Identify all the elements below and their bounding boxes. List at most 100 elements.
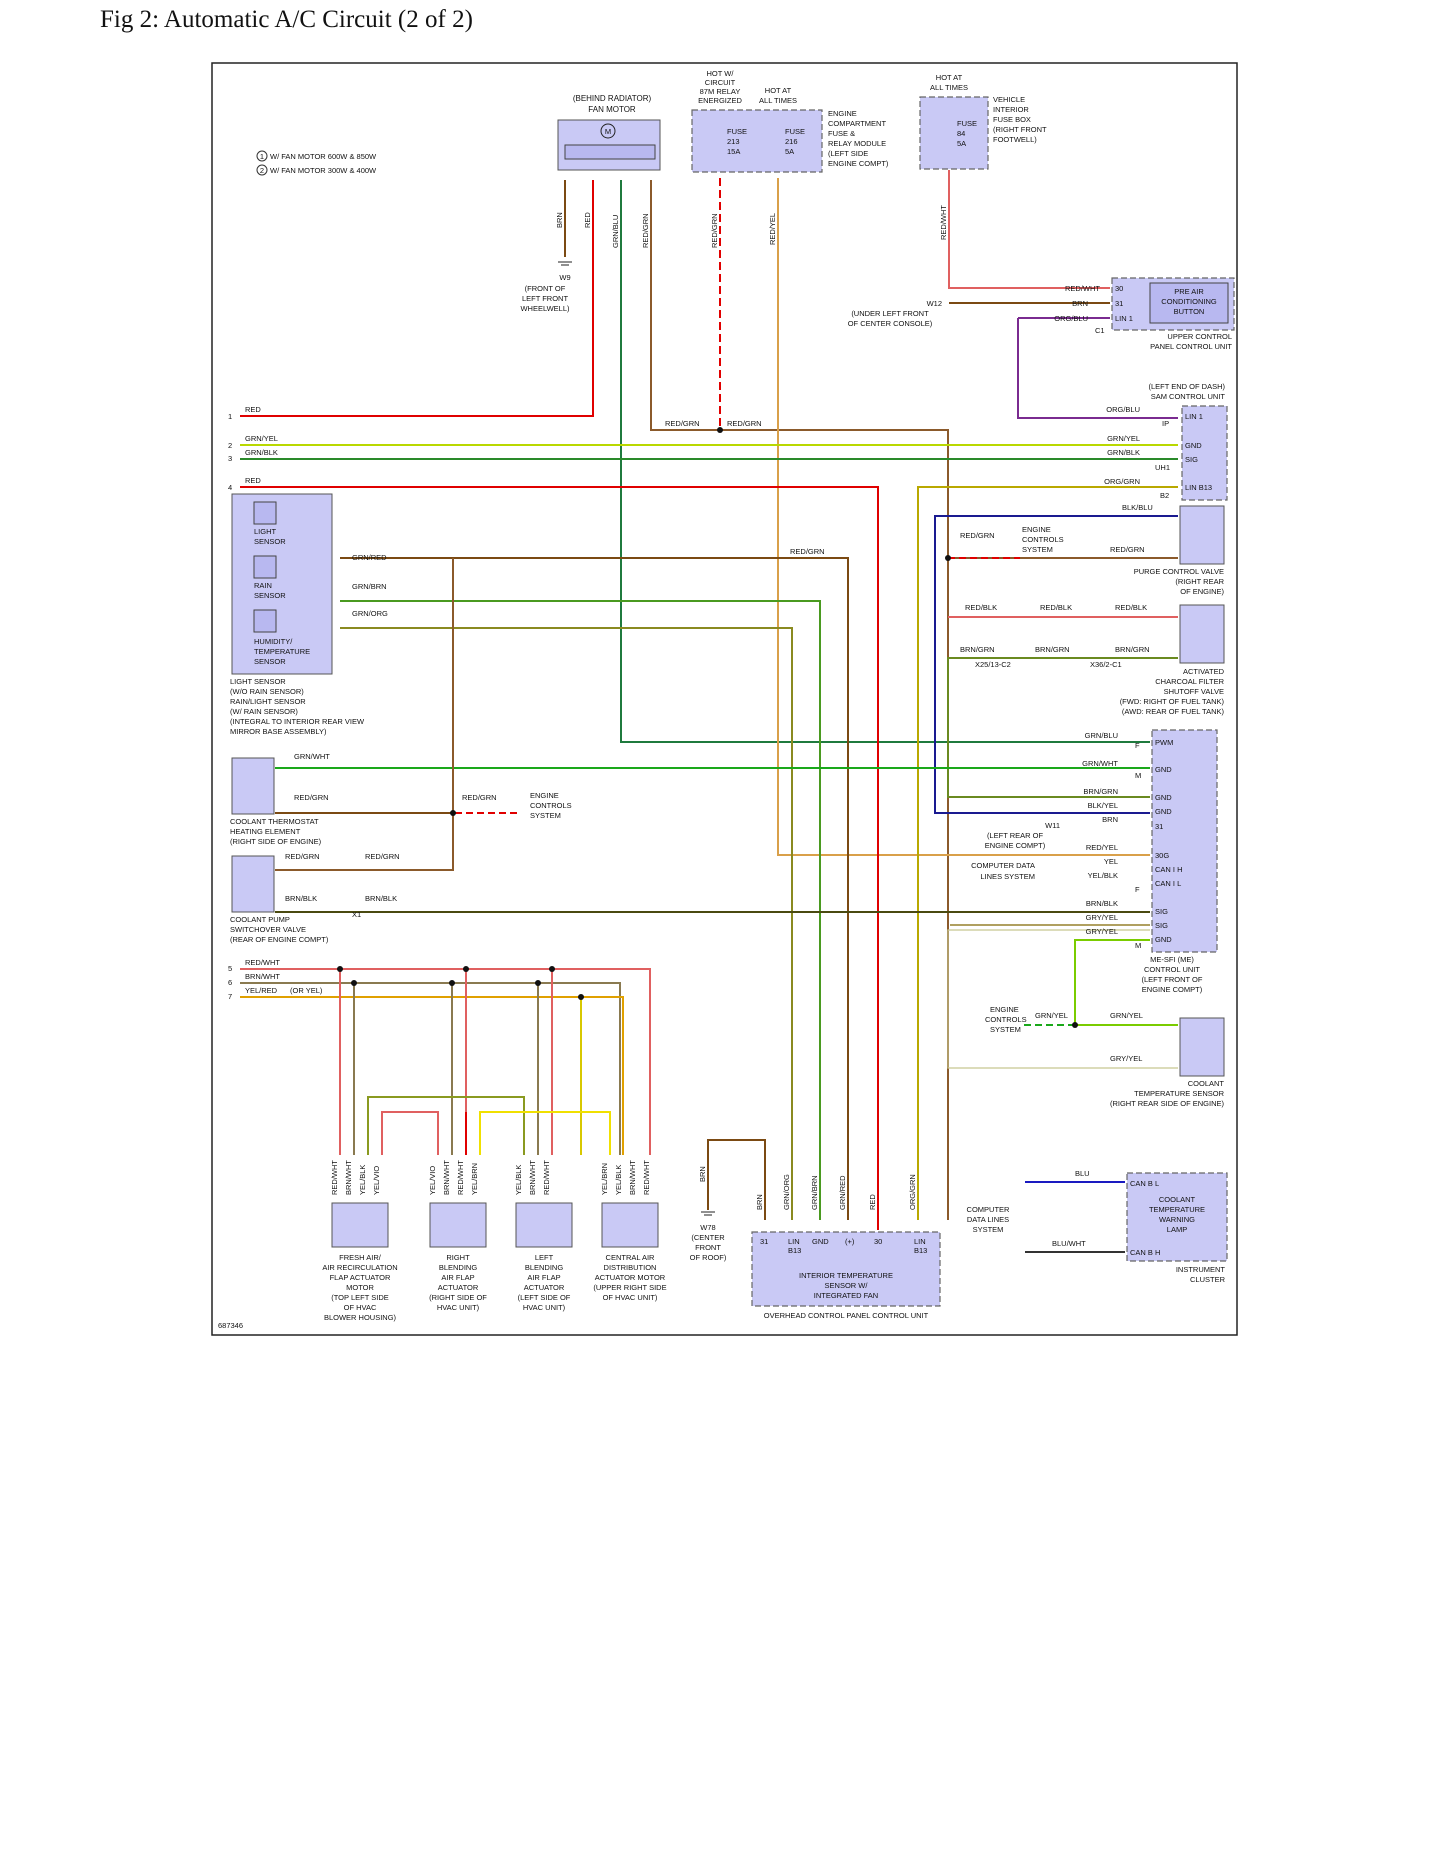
svg-text:GRY/YEL: GRY/YEL: [1086, 913, 1118, 922]
sensor-assembly-desc: LIGHT SENSOR (W/O RAIN SENSOR) RAIN/LIGH…: [230, 677, 365, 736]
instrument-cluster: [1126, 1172, 1228, 1262]
svg-text:BRN/GRN: BRN/GRN: [960, 645, 995, 654]
svg-text:ALL TIMES: ALL TIMES: [759, 96, 797, 105]
wire-yelblk: [367, 1096, 525, 1155]
svg-text:GRN/YEL: GRN/YEL: [1107, 434, 1140, 443]
svg-text:LIN B13: LIN B13: [1185, 483, 1212, 492]
svg-text:2: 2: [260, 166, 264, 175]
svg-text:X1: X1: [352, 910, 361, 919]
svg-text:ENGINE: ENGINE: [828, 109, 857, 118]
svg-text:CIRCUIT: CIRCUIT: [705, 78, 736, 87]
svg-text:5: 5: [228, 964, 232, 973]
svg-text:GND: GND: [812, 1237, 829, 1246]
svg-text:PANEL CONTROL UNIT: PANEL CONTROL UNIT: [1150, 342, 1232, 351]
left-blending-air-flap-actuator: [515, 1202, 573, 1248]
wire-bus-brnwht: [240, 982, 621, 1155]
svg-text:ORG/BLU: ORG/BLU: [1106, 405, 1140, 414]
fuse-84-label: FUSE: [957, 119, 977, 128]
me-sfi-pins: PWM GND GND GND 31 30G CAN I H CAN I L S…: [1155, 738, 1183, 944]
svg-text:OVERHEAD CONTROL PANEL CONTROL: OVERHEAD CONTROL PANEL CONTROL UNIT: [764, 1311, 929, 1320]
diagram-frame: [211, 62, 1238, 1336]
svg-text:RED: RED: [868, 1194, 877, 1210]
wire-blkblu: [934, 515, 1178, 814]
svg-text:YEL/BLK: YEL/BLK: [614, 1165, 623, 1195]
svg-text:YEL/BRN: YEL/BRN: [600, 1163, 609, 1195]
svg-text:RED/WHT: RED/WHT: [330, 1160, 339, 1195]
wire-fan-grnblu: [620, 180, 1150, 743]
svg-text:AIR RECIRCULATION: AIR RECIRCULATION: [322, 1263, 397, 1272]
svg-text:CONTROL UNIT: CONTROL UNIT: [1144, 965, 1200, 974]
svg-text:(W/O RAIN SENSOR): (W/O RAIN SENSOR): [230, 687, 304, 696]
svg-text:COOLANT THERMOSTAT: COOLANT THERMOSTAT: [230, 817, 319, 826]
svg-text:YEL/BLK: YEL/BLK: [358, 1165, 367, 1195]
svg-text:(INTEGRAL TO INTERIOR REAR VIE: (INTEGRAL TO INTERIOR REAR VIEW: [230, 717, 365, 726]
svg-text:CAN B H: CAN B H: [1130, 1248, 1160, 1257]
vehicle-box-desc: VEHICLE INTERIOR FUSE BOX (RIGHT FRONT F…: [993, 95, 1047, 144]
svg-text:COOLANT: COOLANT: [1188, 1079, 1225, 1088]
figure-id: 687346: [218, 1321, 243, 1330]
svg-text:LIN: LIN: [914, 1237, 926, 1246]
svg-text:C1: C1: [1095, 326, 1105, 335]
svg-text:B13: B13: [788, 1246, 801, 1255]
engine-fuse-box: [691, 109, 823, 173]
svg-text:BRN/BLK: BRN/BLK: [365, 894, 397, 903]
svg-text:GRN/WHT: GRN/WHT: [294, 752, 330, 761]
fresh-air-recirculation-flap-actuator: [331, 1202, 389, 1248]
svg-text:SENSOR: SENSOR: [254, 537, 286, 546]
bottom-bus-labels: 5 RED/WHT 6 BRN/WHT 7 YEL/RED (OR YEL): [228, 958, 323, 1001]
svg-text:WARNING: WARNING: [1159, 1215, 1195, 1224]
svg-text:YEL/BLK: YEL/BLK: [514, 1165, 523, 1195]
svg-text:RED/WHT: RED/WHT: [245, 958, 280, 967]
svg-text:HVAC UNIT): HVAC UNIT): [437, 1303, 480, 1312]
svg-text:(FWD: RIGHT OF FUEL TANK): (FWD: RIGHT OF FUEL TANK): [1120, 697, 1225, 706]
svg-text:BRN/GRN: BRN/GRN: [1083, 787, 1118, 796]
svg-text:W9: W9: [559, 273, 570, 282]
overhead-pins: 31 LIN B13 GND (+) 30 LIN B13: [760, 1237, 927, 1255]
svg-text:RED/YEL: RED/YEL: [1086, 843, 1118, 852]
svg-text:BRN: BRN: [755, 1194, 764, 1210]
svg-text:GND: GND: [1155, 765, 1172, 774]
svg-text:31: 31: [760, 1237, 768, 1246]
svg-text:RED/GRN: RED/GRN: [1110, 545, 1145, 554]
wires: [240, 170, 1178, 1253]
svg-text:ENGINE COMPT): ENGINE COMPT): [985, 841, 1046, 850]
fresh-air-desc: FRESH AIR/ AIR RECIRCULATION FLAP ACTUAT…: [322, 1253, 397, 1322]
svg-text:PRE AIR: PRE AIR: [1174, 287, 1204, 296]
svg-text:RIGHT: RIGHT: [446, 1253, 470, 1262]
svg-text:SENSOR: SENSOR: [254, 657, 286, 666]
svg-text:B2: B2: [1160, 491, 1169, 500]
svg-text:GRY/YEL: GRY/YEL: [1110, 1054, 1142, 1063]
svg-text:RED/WHT: RED/WHT: [542, 1160, 551, 1195]
svg-text:BLENDING: BLENDING: [525, 1263, 564, 1272]
engine-box-desc: ENGINE COMPARTMENT FUSE & RELAY MODULE (…: [828, 109, 889, 168]
svg-text:GND: GND: [1155, 807, 1172, 816]
svg-text:CENTRAL AIR: CENTRAL AIR: [606, 1253, 655, 1262]
svg-text:INTERIOR: INTERIOR: [993, 105, 1029, 114]
svg-text:RED/GRN: RED/GRN: [285, 852, 320, 861]
svg-text:BRN/WHT: BRN/WHT: [442, 1160, 451, 1195]
svg-text:BRN/BLK: BRN/BLK: [285, 894, 317, 903]
svg-text:M: M: [1135, 941, 1141, 950]
svg-text:YEL/VIO: YEL/VIO: [372, 1166, 381, 1195]
rain-sensor: [253, 555, 277, 579]
svg-text:OF HVAC UNIT): OF HVAC UNIT): [603, 1293, 658, 1302]
svg-text:ORG/GRN: ORG/GRN: [1104, 477, 1140, 486]
svg-text:DISTRIBUTION: DISTRIBUTION: [604, 1263, 657, 1272]
svg-text:COOLANT PUMP: COOLANT PUMP: [230, 915, 290, 924]
page-title: Fig 2: Automatic A/C Circuit (2 of 2): [100, 6, 473, 33]
central-air-desc: CENTRAL AIR DISTRIBUTION ACTUATOR MOTOR …: [593, 1253, 666, 1302]
svg-text:GRN/BRN: GRN/BRN: [352, 582, 387, 591]
svg-text:SIG: SIG: [1155, 921, 1168, 930]
svg-text:RAIN: RAIN: [254, 581, 272, 590]
svg-text:BRN/WHT: BRN/WHT: [528, 1160, 537, 1195]
wire-cts-gryyel: [947, 929, 1178, 1069]
svg-text:2: 2: [228, 441, 232, 450]
svg-text:RED: RED: [245, 405, 261, 414]
svg-text:OF ROOF): OF ROOF): [690, 1253, 727, 1262]
svg-text:RED/GRN: RED/GRN: [365, 852, 400, 861]
svg-text:CHARCOAL FILTER: CHARCOAL FILTER: [1155, 677, 1224, 686]
svg-text:SYSTEM: SYSTEM: [990, 1025, 1021, 1034]
wire-grnbrn: [340, 600, 821, 1220]
svg-text:CONTROLS: CONTROLS: [1022, 535, 1064, 544]
svg-text:BRN: BRN: [555, 212, 564, 228]
